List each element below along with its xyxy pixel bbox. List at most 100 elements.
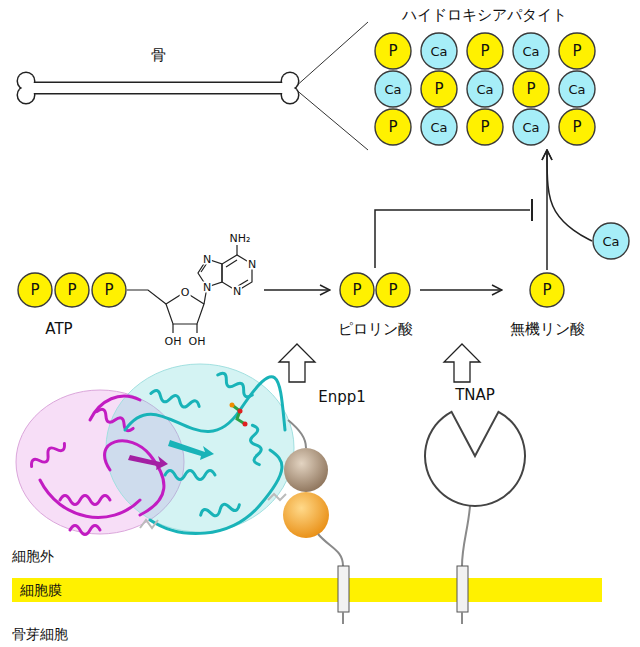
ribbon-group [125,371,285,533]
molecule-group: 無機リン酸P [502,270,592,342]
atom-label: O [180,287,191,298]
tether-line [318,534,343,566]
bone-part [18,73,298,103]
bond [127,290,166,304]
bone-shape: 骨 [12,46,304,104]
phosphate-circle: P [374,108,412,146]
node-text: P [339,283,375,298]
loop-ribbon [105,441,164,515]
atom-label: OH [164,336,183,347]
calcium-circle [513,109,549,145]
calcium-circle: Ca [420,32,458,70]
node-text: P [512,82,550,97]
bond [196,324,197,333]
phosphate-circle: P [512,70,550,108]
phosphate-circle [376,273,410,307]
node-text: P [375,283,411,298]
phosphate-circle [340,273,374,307]
tether-line [342,612,344,624]
phosphate-circle: P [466,108,504,146]
calcium-circle [559,71,595,107]
atom-label: OH [188,336,207,347]
calcium-circle: Ca [558,70,596,108]
phosphate-circle: P [54,272,90,308]
cell-label: 骨芽細胞 [12,626,68,642]
node-text: P [529,283,565,298]
node-text: 細胞膜 [20,582,62,599]
bond [236,245,237,255]
crystal-group: ハイドロキシアパタイトPCaPCaPCaPCaPCaPCaPCaP [368,4,600,150]
inhibition-bar [531,199,533,221]
node-text: Ca [420,121,458,134]
ligand-atom [238,409,243,414]
calcium-circle: Ca [466,70,504,108]
phosphate-circle [513,71,549,107]
calcium-circle [421,33,457,69]
reaction-arrow [420,289,502,291]
double-bond [226,260,237,267]
calcium-circle: Ca [592,222,630,260]
helix-ribbon [215,371,254,399]
phosphate-circle: P [420,70,458,108]
protein-structure [16,364,294,535]
atom-label: N [232,286,242,297]
reaction-arrow [547,150,592,241]
helix-ribbon [29,440,67,470]
sheet-ribbon [128,455,168,470]
bone-shaft [26,83,290,93]
node-text: P [374,120,412,135]
ligand-atom [243,422,248,427]
molecule-group: ピロリン酸PP [330,270,420,342]
node-text: Ca [512,45,550,58]
enzyme-body [425,412,525,506]
node-text: Ca [466,83,504,96]
node-text: Ca [558,83,596,96]
domain-sphere [284,448,328,492]
region-label: 細胞外 [12,548,54,564]
transmembrane-segment [457,566,468,612]
ligand [232,405,245,424]
node-text: Ca [420,45,458,58]
atom-label: N [247,259,257,270]
phosphate-circle [559,33,595,69]
phosphate-circle [18,273,52,307]
phosphate-circle: P [374,32,412,70]
calcium-circle [375,71,411,107]
hollow-arrow [444,344,480,382]
helix-ribbon [70,526,100,535]
phosphate-circle: P [339,272,375,308]
node-text: P [374,44,412,59]
node-text: P [420,82,458,97]
helix-ribbon [165,471,215,480]
helix-ribbon [200,500,241,519]
transmembrane-segment [338,566,349,612]
calcium-circle [421,109,457,145]
tether-line [462,506,470,566]
node-text: P [558,120,596,135]
node-text: P [91,283,127,298]
hollow-arrow [279,344,315,382]
phosphate-circle [421,71,457,107]
helix-ribbon [95,407,135,432]
node-text: P [54,283,90,298]
node-text: P [466,44,504,59]
enzyme-shape-outline [415,386,535,510]
phosphate-circle: P [558,32,596,70]
phosphate-circle [92,273,126,307]
domain-sphere [283,492,329,538]
node-text: P [558,44,596,59]
calcium-circle: Ca [374,70,412,108]
phosphate-circle: P [466,32,504,70]
tether-line [288,420,306,448]
calcium-circle [513,33,549,69]
membrane-band: 細胞膜 [12,578,602,602]
node-text: 骨 [12,46,304,64]
bone-part [18,73,298,103]
phosphate-circle [375,33,411,69]
node-text: TNAP [415,386,535,404]
glycan [140,520,158,528]
calcium-circle: Ca [512,32,550,70]
adenosine-structure [127,245,252,333]
loop-ribbon [125,377,285,432]
helix-ribbon [248,424,264,465]
